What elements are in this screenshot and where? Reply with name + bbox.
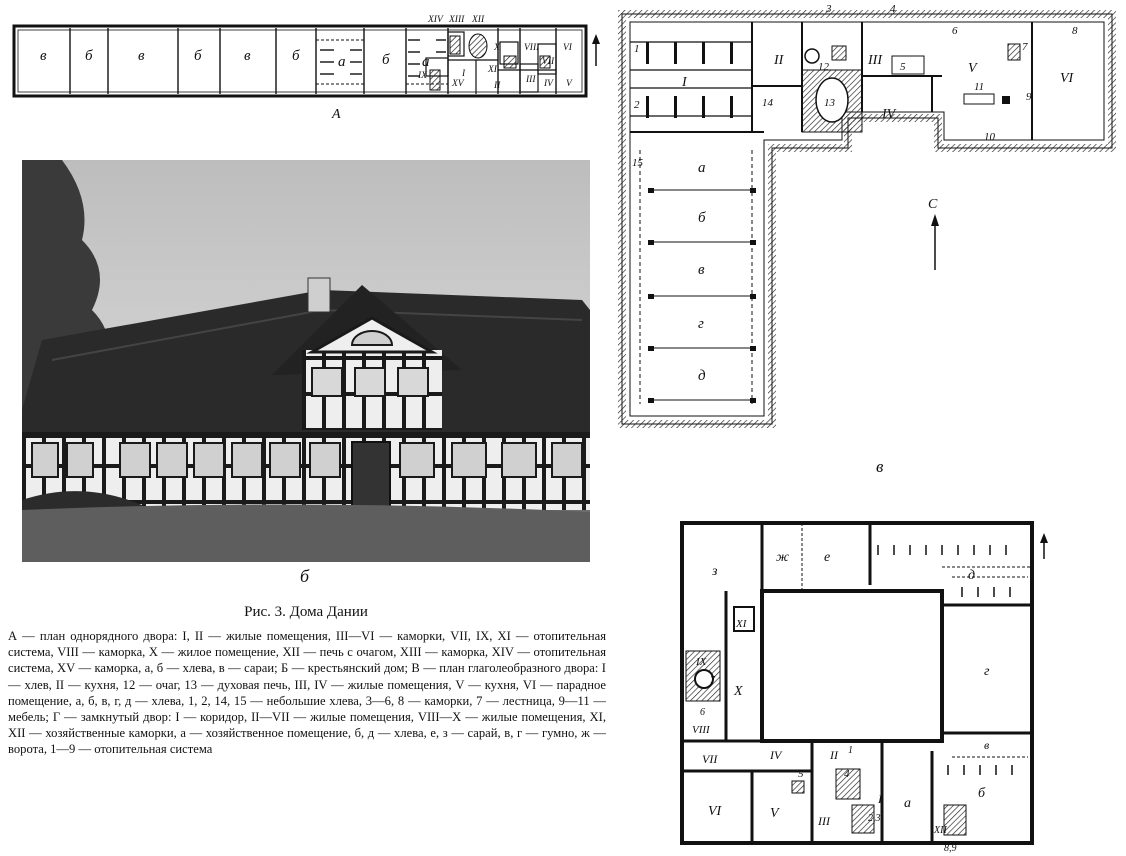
plan-g-room-xii: XII [933,825,947,836]
plan-a-room-vii: VII [542,57,555,67]
plan-a-room-xi: XI [487,65,498,75]
plan-v-stall-d: д [698,368,706,384]
plan-g-room-i: I [877,792,883,806]
plan-a-room-viii: VIII [524,43,540,53]
plan-g-room-vii: VII [702,752,718,766]
plan-v-stall-g: г [698,316,704,332]
plan-a-room-i: I [461,69,466,79]
plan-a-cell-7: а [338,54,346,70]
plan-a-room-ii: II [493,81,501,91]
plan-g-room-g: г [984,664,990,679]
plan-a-cell-8: б [382,52,390,68]
plan-g-room-zh: ж [776,550,789,565]
plan-v-num-7: 7 [1022,41,1028,53]
plan-v-stall-b: б [698,210,706,226]
plan-a-room-iii: III [525,75,536,85]
plan-a-cell-2: б [85,48,93,64]
plan-g-room-iii: III [817,814,831,828]
north-label: С [928,197,938,212]
photo-label: б [300,566,310,586]
plan-v-num-3: 3 [825,3,832,15]
plan-v-num-15: 15 [632,157,644,169]
plan-v-num-9: 9 [1026,91,1032,103]
plan-g-num-1: 1 [848,745,853,756]
plan-v-room-iii: III [867,53,883,68]
figure-caption: А — план однорядного двора: I, II — жилы… [8,629,606,757]
plan-v-num-10: 10 [984,131,996,143]
plan-g-num-5: 5 [798,768,804,780]
plan-a-room-xii: XII [471,15,485,25]
plan-v-num-2: 2 [634,99,640,111]
plan-v-room-vi: VI [1060,71,1075,86]
farmhouse-photo [22,160,590,562]
plan-g-num-89: 8,9 [944,843,957,854]
plan-v-num-8: 8 [1072,25,1078,37]
plan-g-room-viii: VIII [692,724,711,736]
plan-v: I II III IV V VI 1 2 3 4 5 6 7 8 9 10 11… [618,3,1116,476]
plan-g-room-v: V [770,806,780,821]
plan-a-room-xiv: XIV [427,15,444,25]
plan-a-cell-1: в [40,48,47,64]
plan-g-room-vi: VI [708,804,723,819]
figure-title: Рис. 3. Дома Дании [244,604,368,620]
plan-g-room-z: з [711,564,718,579]
plan-v-stall-a: а [698,160,706,176]
plan-g-room-a: а [904,796,911,811]
plan-a-room-xv: XV [451,79,465,89]
plan-v-num-4: 4 [890,3,896,15]
plan-g-num-4: 4 [844,768,850,780]
plan-a-cell-4: б [194,48,202,64]
plan-a-letter: А [331,107,341,122]
plan-g-num-7: 7 [710,675,716,686]
plan-v-num-13: 13 [824,97,836,109]
plan-v-num-6: 6 [952,25,958,37]
plan-v-num-11: 11 [974,81,984,93]
plan-v-stall-v: в [698,262,705,278]
plan-g-room-ii: II [829,748,839,762]
plan-a-cell-9: а [422,54,430,70]
plan-g: з ж е д XI г IX 7 6 X VIII VII IV II I а… [680,521,1048,854]
plan-v-num-12: 12 [818,61,830,73]
plan-g-room-x: X [733,684,743,699]
plan-a-room-vi: VI [563,43,573,53]
plan-a-room-v: V [566,79,573,89]
plan-g-room-e: е [824,550,830,565]
plan-g-num-6: 6 [700,707,705,718]
plan-v-letter: в [876,457,884,476]
plan-a-room-x: X [493,43,501,53]
plan-g-room-b: б [978,786,986,801]
plan-g-num-23: 2,3 [868,813,881,824]
plan-a-room-xiii: XIII [448,15,465,25]
plan-a-cell-6: б [292,48,300,64]
plan-v-num-1: 1 [634,43,640,55]
plan-v-room-i: I [681,75,688,90]
plan-g-room-ix: IX [695,656,708,668]
plan-v-room-ii: II [773,53,785,68]
plan-v-num-5: 5 [900,61,906,73]
plan-g-room-d: д [968,568,975,583]
plan-a-room-ix: IX [417,71,428,81]
plan-a-cell-3: в [138,48,145,64]
plan-g-room-iv: IV [769,748,783,762]
plan-a: в б в б в б а б а XIV XIII XII X VIII VI… [12,15,600,122]
plan-v-num-14: 14 [762,97,774,109]
plan-v-room-iv: IV [881,107,897,122]
plan-g-room-xi: XI [735,618,748,630]
plan-v-room-v: V [968,61,978,76]
plan-a-cell-5: в [244,48,251,64]
plan-g-room-v2: в [984,738,989,752]
plan-a-room-iv: IV [543,79,554,89]
